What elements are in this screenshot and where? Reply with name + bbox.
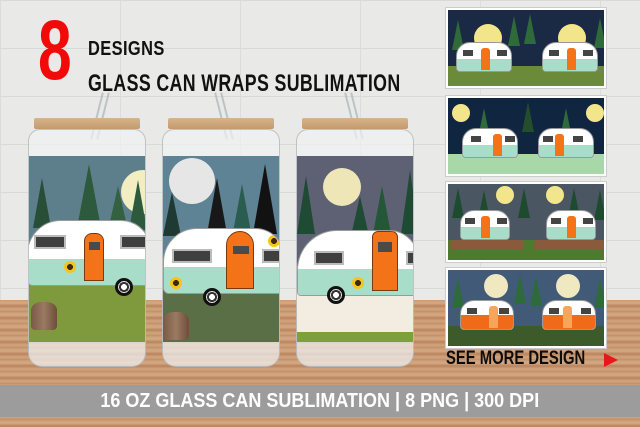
moon xyxy=(556,274,580,298)
log-platform xyxy=(534,240,604,250)
camper-door xyxy=(226,231,254,289)
camper-window xyxy=(406,251,413,265)
camper-window xyxy=(172,249,212,263)
cork-lid xyxy=(302,118,408,129)
glass-can-mockup-3 xyxy=(294,92,416,368)
camper-trailer xyxy=(460,210,510,240)
design-preview-4[interactable] xyxy=(446,268,606,348)
glass-can-mockup-1 xyxy=(26,92,148,368)
camper-trailer xyxy=(163,228,279,294)
pine-tree xyxy=(109,186,127,226)
see-more-design-link[interactable]: SEE MORE DESIGN xyxy=(446,348,586,369)
can-wrap-design xyxy=(29,156,145,342)
camper-trailer xyxy=(546,210,596,240)
can-wrap-design xyxy=(163,156,279,342)
glass-can-mockup-2 xyxy=(160,92,282,368)
wheel xyxy=(115,278,133,296)
pine-tree xyxy=(253,164,277,234)
product-spec-text: 16 OZ GLASS CAN SUBLIMATION | 8 PNG | 30… xyxy=(100,389,540,412)
camper-trailer xyxy=(297,230,413,296)
moon xyxy=(586,104,604,122)
pine-tree xyxy=(207,178,227,234)
grass-strip xyxy=(297,332,413,342)
cork-lid xyxy=(34,118,140,129)
pine-tree xyxy=(233,184,251,232)
moon xyxy=(484,274,508,298)
pine-tree xyxy=(163,192,181,236)
heading-designs: DESIGNS xyxy=(88,38,165,60)
tree-stump xyxy=(163,312,189,340)
pine-tree xyxy=(297,176,315,234)
sunflower-icon xyxy=(170,277,182,289)
glass-body xyxy=(28,129,146,367)
design-preview-2[interactable] xyxy=(446,96,606,176)
heading-product: GLASS CAN WRAPS SUBLIMATION xyxy=(88,70,401,97)
camper-window xyxy=(120,235,145,249)
camper-window xyxy=(262,249,279,263)
moon xyxy=(496,186,514,204)
design-preview-1[interactable] xyxy=(446,8,606,88)
camper-door xyxy=(372,231,398,291)
design-preview-3[interactable] xyxy=(446,182,606,262)
pine-tree xyxy=(33,178,51,228)
camper-trailer xyxy=(456,42,512,72)
camper-trailer xyxy=(462,128,518,158)
pine-tree xyxy=(401,170,413,234)
pine-tree xyxy=(351,196,369,236)
tree-stump xyxy=(31,302,57,330)
moon xyxy=(452,104,470,122)
camper-trailer xyxy=(542,42,598,72)
camper-trailer xyxy=(29,220,145,286)
camper-door xyxy=(84,233,104,281)
camper-trailer xyxy=(542,300,596,330)
log-platform xyxy=(450,240,524,250)
design-count: 8 xyxy=(38,3,72,97)
moon xyxy=(546,186,564,204)
sunflower-icon xyxy=(352,277,364,289)
wheel xyxy=(327,286,345,304)
can-wrap-design xyxy=(297,156,413,342)
pine-tree xyxy=(129,180,145,230)
product-spec-banner: 16 OZ GLASS CAN SUBLIMATION | 8 PNG | 30… xyxy=(0,385,640,417)
pine-tree xyxy=(77,164,101,228)
cork-lid xyxy=(168,118,274,129)
camper-window xyxy=(34,235,66,249)
camper-trailer xyxy=(460,300,514,330)
glass-body xyxy=(162,129,280,367)
pine-tree xyxy=(373,186,391,234)
play-triangle-icon[interactable] xyxy=(604,353,618,367)
glass-body xyxy=(296,129,414,367)
wheel xyxy=(203,288,221,306)
sunflower-icon xyxy=(268,235,279,247)
camper-trailer xyxy=(538,128,594,158)
sunflower-icon xyxy=(64,261,76,273)
camper-window xyxy=(314,251,344,265)
